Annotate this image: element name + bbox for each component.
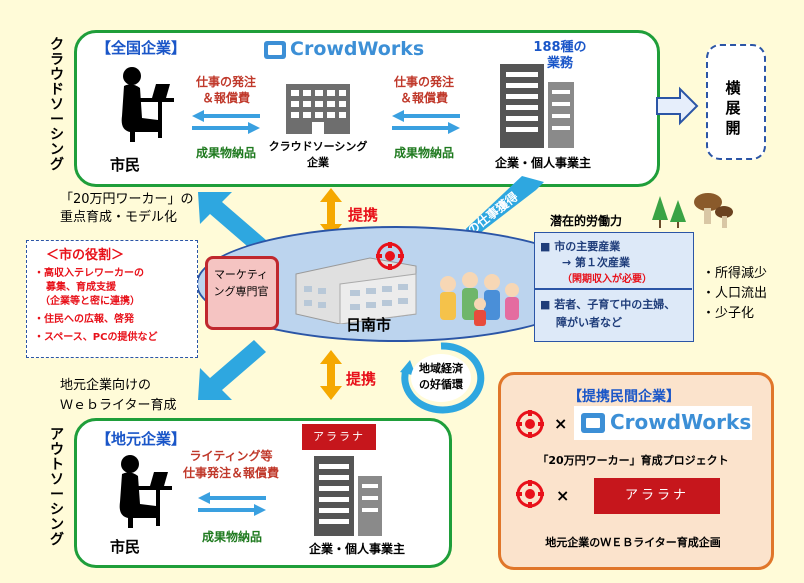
project-label-1: 「20万円ワーカー」育成プロジェクト: [537, 454, 729, 467]
ararana-logo-bottom: アララナ: [302, 424, 376, 450]
city-role-item-2: 募集、育成支援: [46, 282, 116, 293]
deliver-label-bottom: 成果物納品: [201, 530, 262, 544]
expand-label: 横展開: [725, 79, 741, 137]
city-emblem-icon-partner-2: [516, 480, 544, 508]
city-role-item-4: ・住民への広報、啓発: [34, 314, 134, 325]
city-role-item-5: ・スペース、PCの提供など: [34, 332, 158, 343]
crowdworks-logo-partner: CrowdWorks: [574, 406, 752, 440]
partnership-arrow-top: [320, 188, 342, 238]
writing-order-label-2: 仕事発注＆報償費: [182, 466, 279, 480]
times-sign-1: ×: [554, 414, 568, 433]
city-role-item-3: （企業等と密に連携）: [40, 296, 140, 307]
blue-arrow-up-left: [198, 192, 266, 252]
worker-model-note-2: 重点育成・モデル化: [60, 210, 178, 225]
company-label-bottom: 企業・個人事業主: [308, 542, 405, 556]
partnership-arrow-bottom: [320, 350, 342, 400]
marketing-officer-box: [205, 256, 279, 330]
cycle-label-1: 地域経済: [419, 362, 463, 375]
order-label-left-1: 仕事の発注: [195, 75, 256, 89]
deliver-label-left-top: 成果物納品: [195, 146, 256, 160]
partnership-label-bottom: 提携: [346, 370, 377, 388]
labor-line-4: ■ 若者、子育て中の主婦、: [540, 298, 676, 311]
issue-birthrate: ・少子化: [702, 306, 755, 321]
labor-divider: [534, 288, 692, 290]
writer-training-note-1: 地元企業向けの: [60, 378, 152, 393]
cycle-label-2: の好循環: [419, 378, 463, 391]
family-illustration-icon: [440, 272, 519, 326]
double-arrow-right-top: [392, 110, 460, 134]
ararana-logo-partner: アララナ: [594, 478, 720, 514]
city-role-item-1: ・高収入テレワーカーの: [34, 268, 144, 279]
citizen-label-bottom: 市民: [110, 538, 141, 556]
latent-labor-title: 潜在的労働力: [550, 214, 623, 228]
labor-line-3: （閑期収入が必要）: [562, 274, 652, 285]
tree-icons: [652, 196, 686, 228]
mushroom-icons: [694, 193, 733, 228]
partner-companies-box: [498, 372, 774, 570]
crowdworks-logo-partner-icon: [581, 413, 605, 433]
task-count-label-2: 業務: [546, 56, 573, 71]
city-emblem-icon-partner-1: [516, 410, 544, 438]
expand-box: [706, 44, 766, 160]
writing-order-label-1: ライティング等: [189, 449, 273, 463]
economic-cycle-icon: [400, 342, 485, 414]
city-name-label: 日南市: [346, 316, 392, 334]
company-building-icon-top: [500, 64, 544, 148]
writer-training-note-2: Ｗｅｂライター育成: [60, 398, 177, 413]
crowdworks-logo: CrowdWorks: [263, 38, 424, 62]
city-role-box: [26, 240, 198, 358]
double-arrow-left-top: [192, 110, 260, 134]
crowdworks-logo-icon: [264, 41, 286, 59]
citizen-label-top: 市民: [110, 156, 141, 174]
expand-arrow-icon: [656, 86, 699, 126]
partner-companies-title: 【提携民間企業】: [568, 389, 680, 405]
platform-building-icon: [286, 84, 350, 134]
latent-labor-box: [534, 232, 694, 342]
deliver-label-right-top: 成果物納品: [393, 146, 454, 160]
city-role-title: ＜市の役割＞: [46, 248, 125, 263]
task-count-label-1: 188種の: [533, 40, 587, 55]
citizen-silhouette-icon: [121, 67, 174, 142]
outsourcing-side-label: アウトソーシング: [50, 427, 64, 548]
crowdsourcing-side-label: クラウドソーシング: [50, 37, 64, 173]
order-label-right-1: 仕事の発注: [393, 75, 454, 89]
citizen-silhouette-icon-bottom: [119, 455, 172, 528]
city-hall-building-icon: [295, 257, 417, 324]
partnership-label-top: 提携: [348, 206, 379, 224]
order-label-left-2: ＆報償費: [201, 91, 250, 105]
worker-model-note-1: 「20万円ワーカー」の: [60, 192, 194, 207]
company-building-icon-bottom-2: [358, 476, 382, 536]
city-emblem-icon: [376, 242, 404, 270]
labor-line-1: ■ 市の主要産業: [540, 240, 621, 253]
blue-arrow-down-left: [198, 340, 266, 400]
labor-line-2: → 第１次産業: [562, 256, 631, 269]
order-label-right-2: ＆報償費: [399, 91, 448, 105]
crowdworks-logo-text: CrowdWorks: [290, 38, 425, 60]
labor-line-5: 障がい者など: [556, 316, 622, 329]
crowdworks-logo-partner-text: CrowdWorks: [610, 410, 752, 434]
times-sign-2: ×: [556, 486, 570, 505]
local-companies-tag: 【地元企業】: [96, 430, 187, 448]
issue-population: ・人口流出: [702, 286, 768, 301]
company-building-icon-bottom: [314, 456, 354, 536]
issue-income: ・所得減少: [702, 266, 768, 281]
company-building-icon-top-2: [548, 82, 574, 148]
project-label-2: 地元企業のＷＥＢライター育成企画: [545, 536, 721, 549]
platform-label-2: 企業: [307, 156, 329, 169]
company-label-top: 企業・個人事業主: [494, 156, 591, 170]
ararana-logo-partner-text: アララナ: [624, 488, 689, 503]
double-arrow-bottom: [198, 492, 266, 516]
national-companies-tag: 【全国企業】: [96, 39, 187, 57]
platform-label-1: クラウドソーシング: [268, 140, 368, 153]
ararana-logo-text-bottom: アララナ: [313, 430, 365, 443]
marketing-officer-label: マーケティング専門官: [213, 268, 269, 298]
